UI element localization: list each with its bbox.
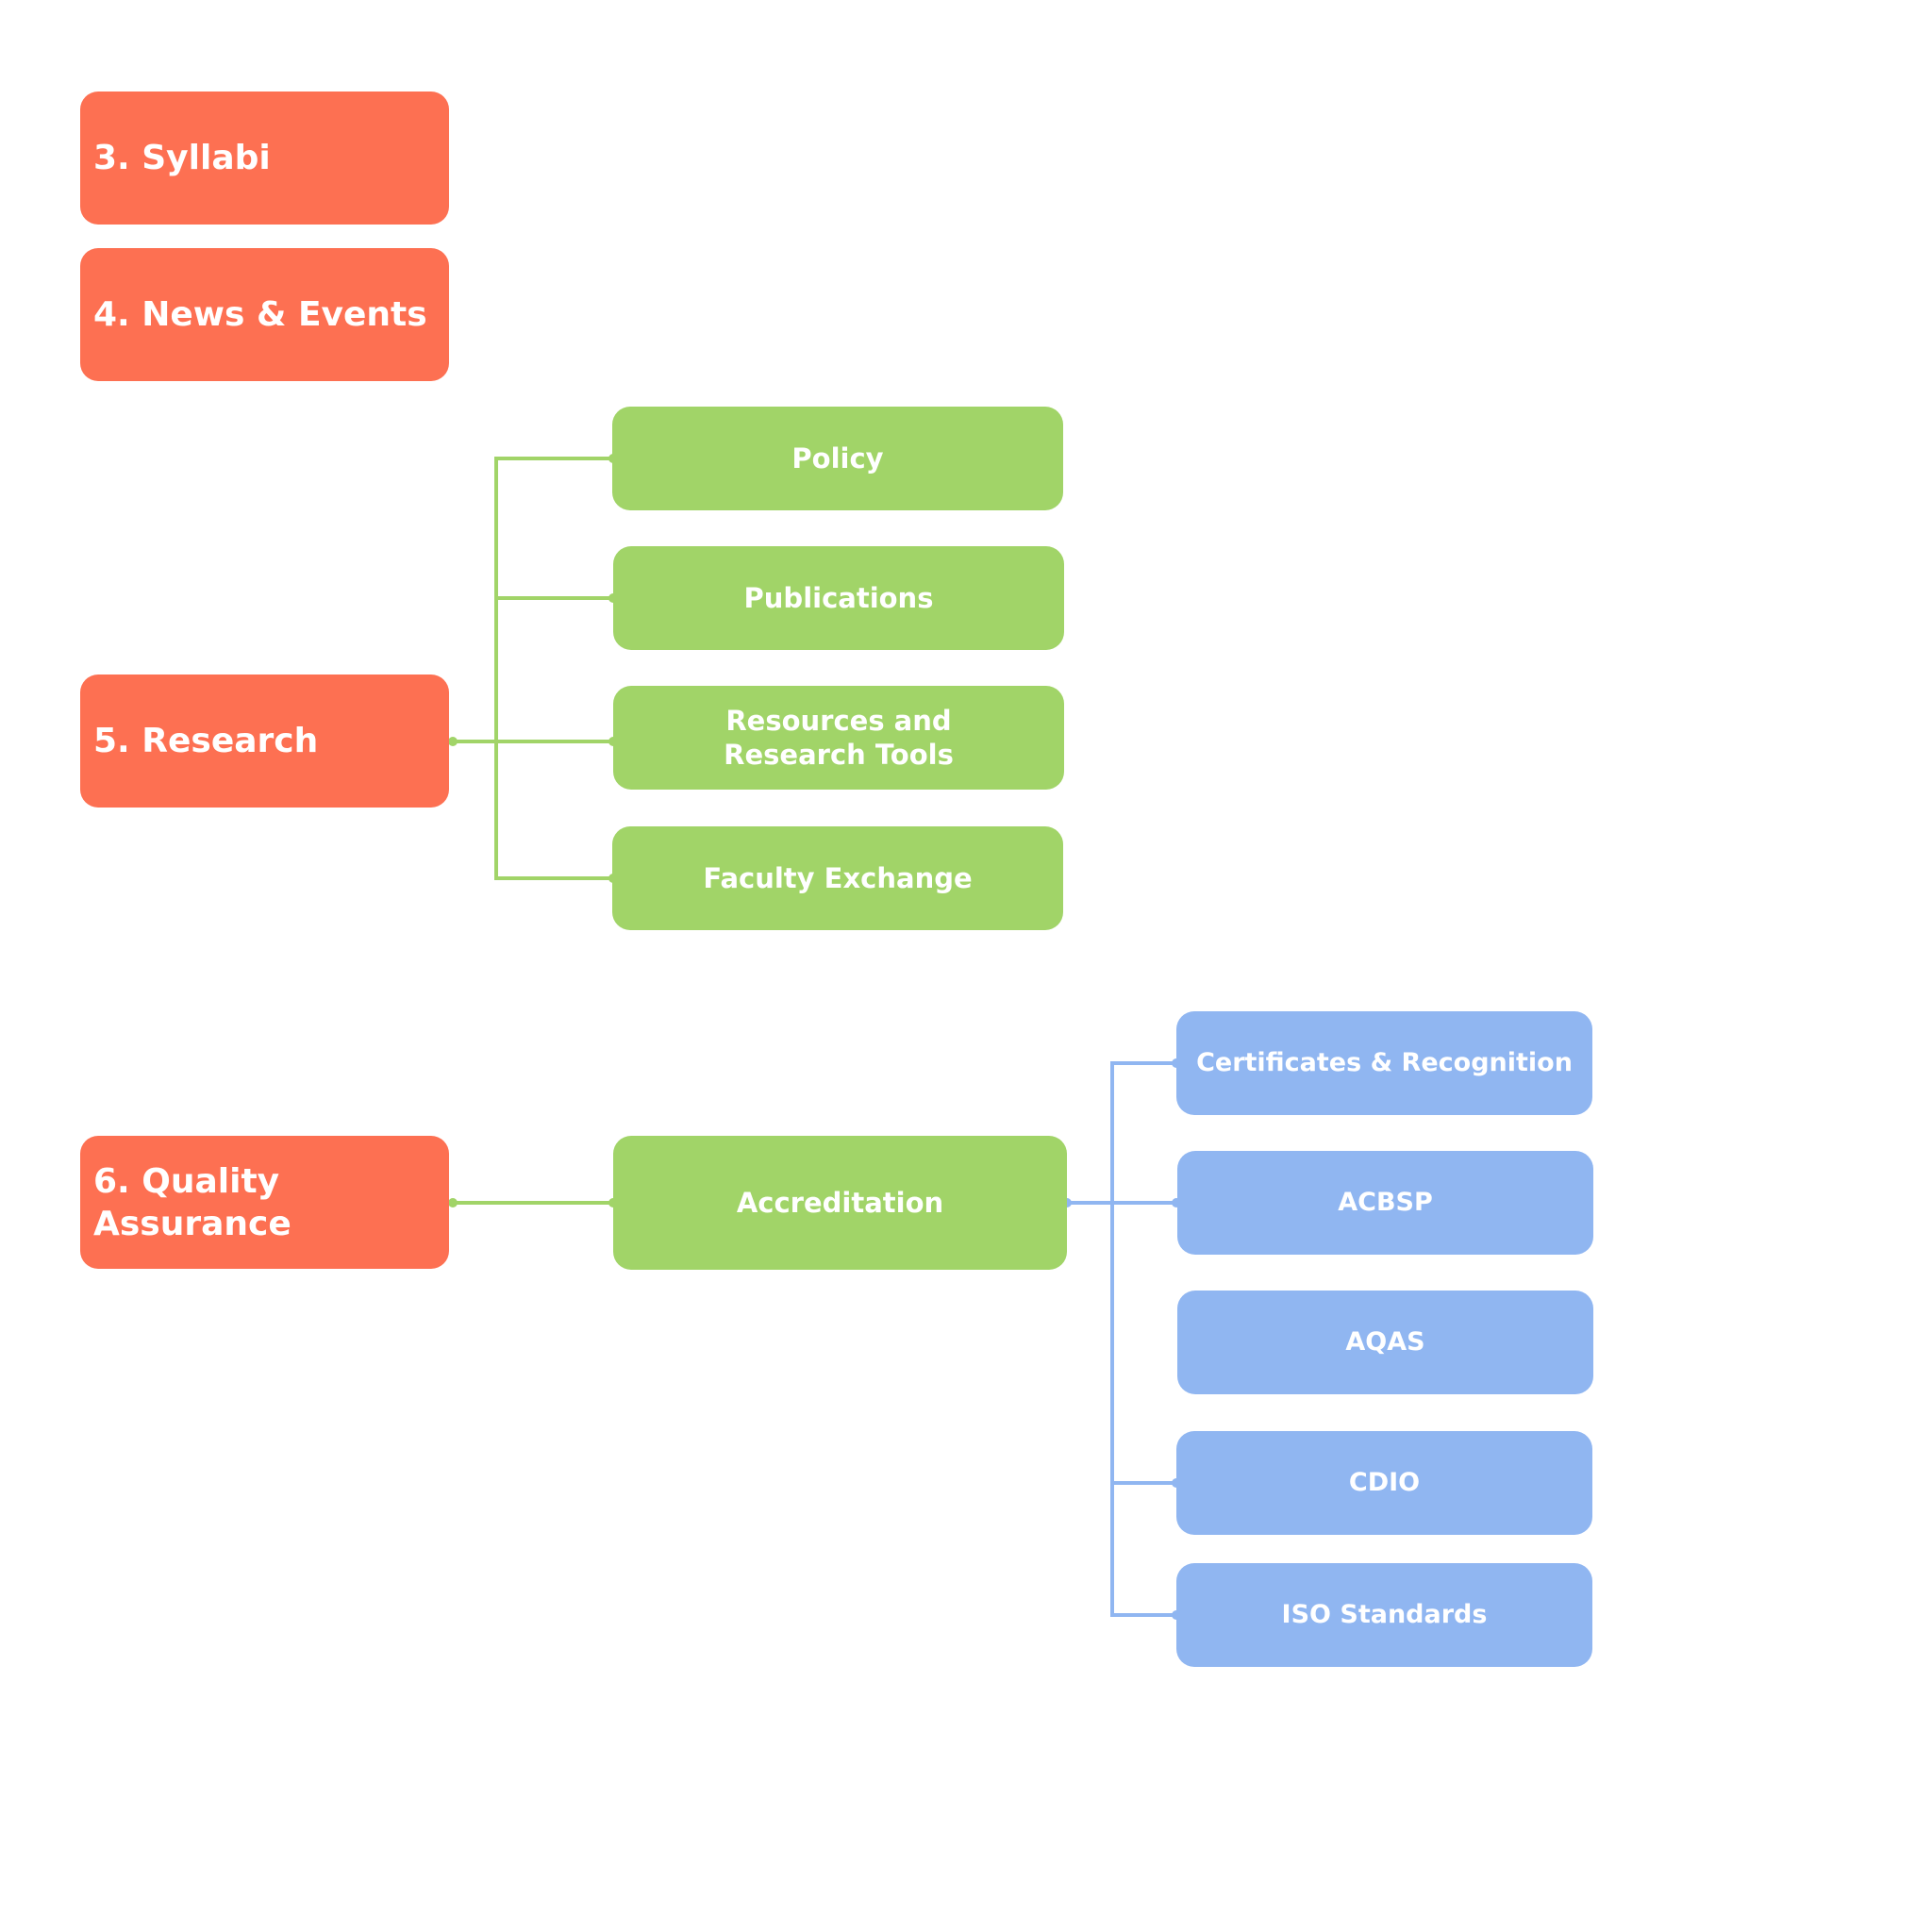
node-syllabi: 3. Syllabi (80, 92, 449, 225)
node-quality-assurance-label: 6. Quality Assurance (93, 1161, 291, 1243)
node-iso-standards: ISO Standards (1176, 1563, 1592, 1667)
node-publications: Publications (613, 546, 1064, 650)
node-news-events: 4. News & Events (80, 248, 449, 381)
node-acbsp-label: ACBSP (1338, 1188, 1433, 1218)
connector-accreditation-cdio (1110, 1203, 1176, 1485)
node-policy: Policy (612, 407, 1063, 510)
node-policy-label: Policy (791, 441, 884, 475)
node-research: 5. Research (80, 675, 449, 808)
node-accreditation: Accreditation (613, 1136, 1067, 1270)
node-cdio: CDIO (1176, 1431, 1592, 1535)
node-publications-label: Publications (743, 581, 934, 614)
node-resources-research-tools: Resources and Research Tools (613, 686, 1064, 790)
connector-accreditation-certificates (1067, 1061, 1176, 1205)
node-cdio-label: CDIO (1348, 1468, 1421, 1498)
connector-accreditation-iso (1110, 1483, 1176, 1617)
node-iso-standards-label: ISO Standards (1281, 1600, 1488, 1630)
node-aqas-label: AQAS (1345, 1327, 1425, 1357)
node-acbsp: ACBSP (1177, 1151, 1593, 1255)
node-faculty-exchange-label: Faculty Exchange (703, 861, 973, 894)
node-aqas: AQAS (1177, 1291, 1593, 1394)
node-certificates-recognition: Certificates & Recognition (1176, 1011, 1592, 1115)
node-research-label: 5. Research (93, 722, 319, 760)
node-news-events-label: 4. News & Events (93, 295, 427, 334)
node-certificates-recognition-label: Certificates & Recognition (1196, 1048, 1573, 1078)
node-faculty-exchange: Faculty Exchange (612, 826, 1063, 930)
connector-research-faculty (494, 741, 613, 880)
node-quality-assurance: 6. Quality Assurance (80, 1136, 449, 1269)
node-accreditation-label: Accreditation (736, 1186, 944, 1219)
node-syllabi-label: 3. Syllabi (93, 139, 271, 177)
node-resources-research-tools-label: Resources and Research Tools (724, 704, 954, 771)
